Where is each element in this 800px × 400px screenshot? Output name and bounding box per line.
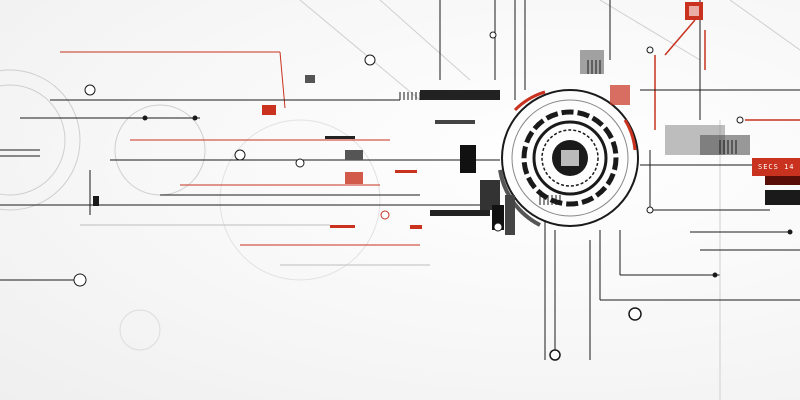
accent-lines (654, 19, 800, 130)
right-traces (600, 89, 800, 301)
nodes (73, 31, 793, 361)
vertical-traces (439, 0, 721, 400)
background-arcs (0, 0, 800, 351)
central-ring (498, 89, 639, 227)
horizontal-traces (0, 51, 500, 281)
tick-fragments (0, 60, 737, 205)
red-label-panel: SECS 14 ORS (752, 158, 800, 176)
